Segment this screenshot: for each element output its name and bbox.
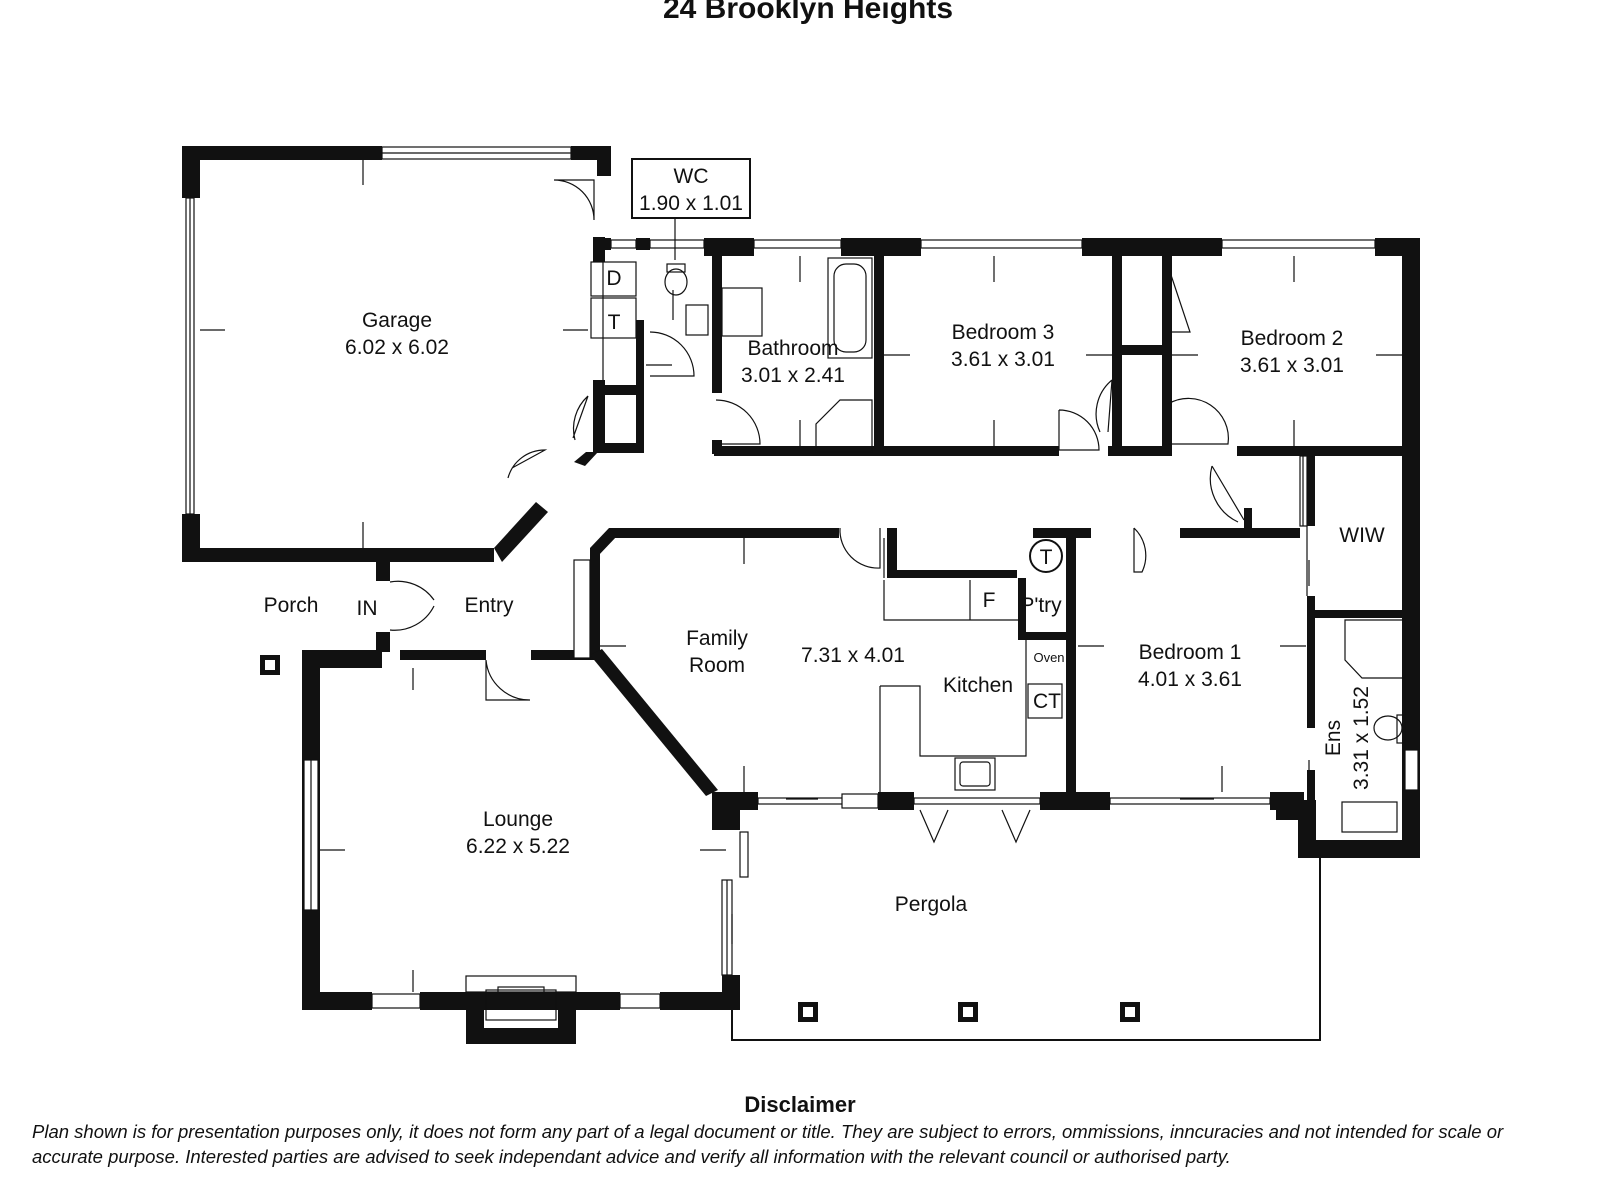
ens-dims: 3.31 x 1.52	[1350, 686, 1373, 790]
bedroom3-dims: 3.61 x 3.01	[951, 348, 1055, 371]
entry-mark: IN	[357, 597, 378, 620]
dryer-label: D	[606, 267, 621, 290]
room-labels: WC 1.90 x 1.01 Garage 6.02 x 6.02 D T Ba…	[264, 165, 1385, 916]
kitchen-name: Kitchen	[943, 674, 1013, 697]
oven-label: Oven	[1033, 650, 1064, 665]
plan-title: 24 Brooklyn Heights	[663, 0, 953, 25]
ens-name: Ens	[1322, 720, 1345, 756]
garage-dims: 6.02 x 6.02	[345, 336, 449, 359]
bedroom3-name: Bedroom 3	[952, 321, 1055, 344]
family-room-dims: 7.31 x 4.01	[801, 644, 905, 667]
trough-label: T	[608, 311, 621, 334]
windows	[185, 146, 1419, 1009]
doors	[389, 179, 1245, 844]
wc-dims: 1.90 x 1.01	[639, 192, 743, 215]
pergola-posts	[260, 655, 1140, 1022]
family-room-line2: Room	[689, 654, 745, 677]
disclaimer-text: Plan shown is for presentation purposes …	[32, 1121, 1504, 1167]
hot-water-icon	[1029, 539, 1063, 573]
pergola-name: Pergola	[895, 893, 968, 916]
dimension-arrows	[200, 160, 1402, 992]
bedroom1-dims: 4.01 x 3.61	[1138, 668, 1242, 691]
walls	[182, 146, 1420, 1044]
lounge-dims: 6.22 x 5.22	[466, 835, 570, 858]
bedroom2-dims: 3.61 x 3.01	[1240, 354, 1344, 377]
porch-name: Porch	[264, 594, 319, 617]
wc-name: WC	[674, 165, 709, 188]
lounge-name: Lounge	[483, 808, 553, 831]
hot-water-label: T	[1040, 546, 1053, 569]
garage-name: Garage	[362, 309, 432, 332]
entry-name: Entry	[464, 594, 514, 617]
bedroom1-name: Bedroom 1	[1139, 641, 1242, 664]
bedroom2-name: Bedroom 2	[1241, 327, 1344, 350]
structure-lines	[465, 158, 1406, 1041]
bathroom-name: Bathroom	[747, 337, 838, 360]
cooktop-label: CT	[1033, 690, 1061, 713]
fridge-label: F	[983, 589, 996, 612]
family-room-line1: Family	[686, 627, 748, 650]
pantry-label: P'try	[1020, 594, 1062, 617]
wiw-name: WIW	[1339, 524, 1385, 547]
disclaimer-heading: Disclaimer	[744, 1092, 856, 1117]
bathroom-dims: 3.01 x 2.41	[741, 364, 845, 387]
